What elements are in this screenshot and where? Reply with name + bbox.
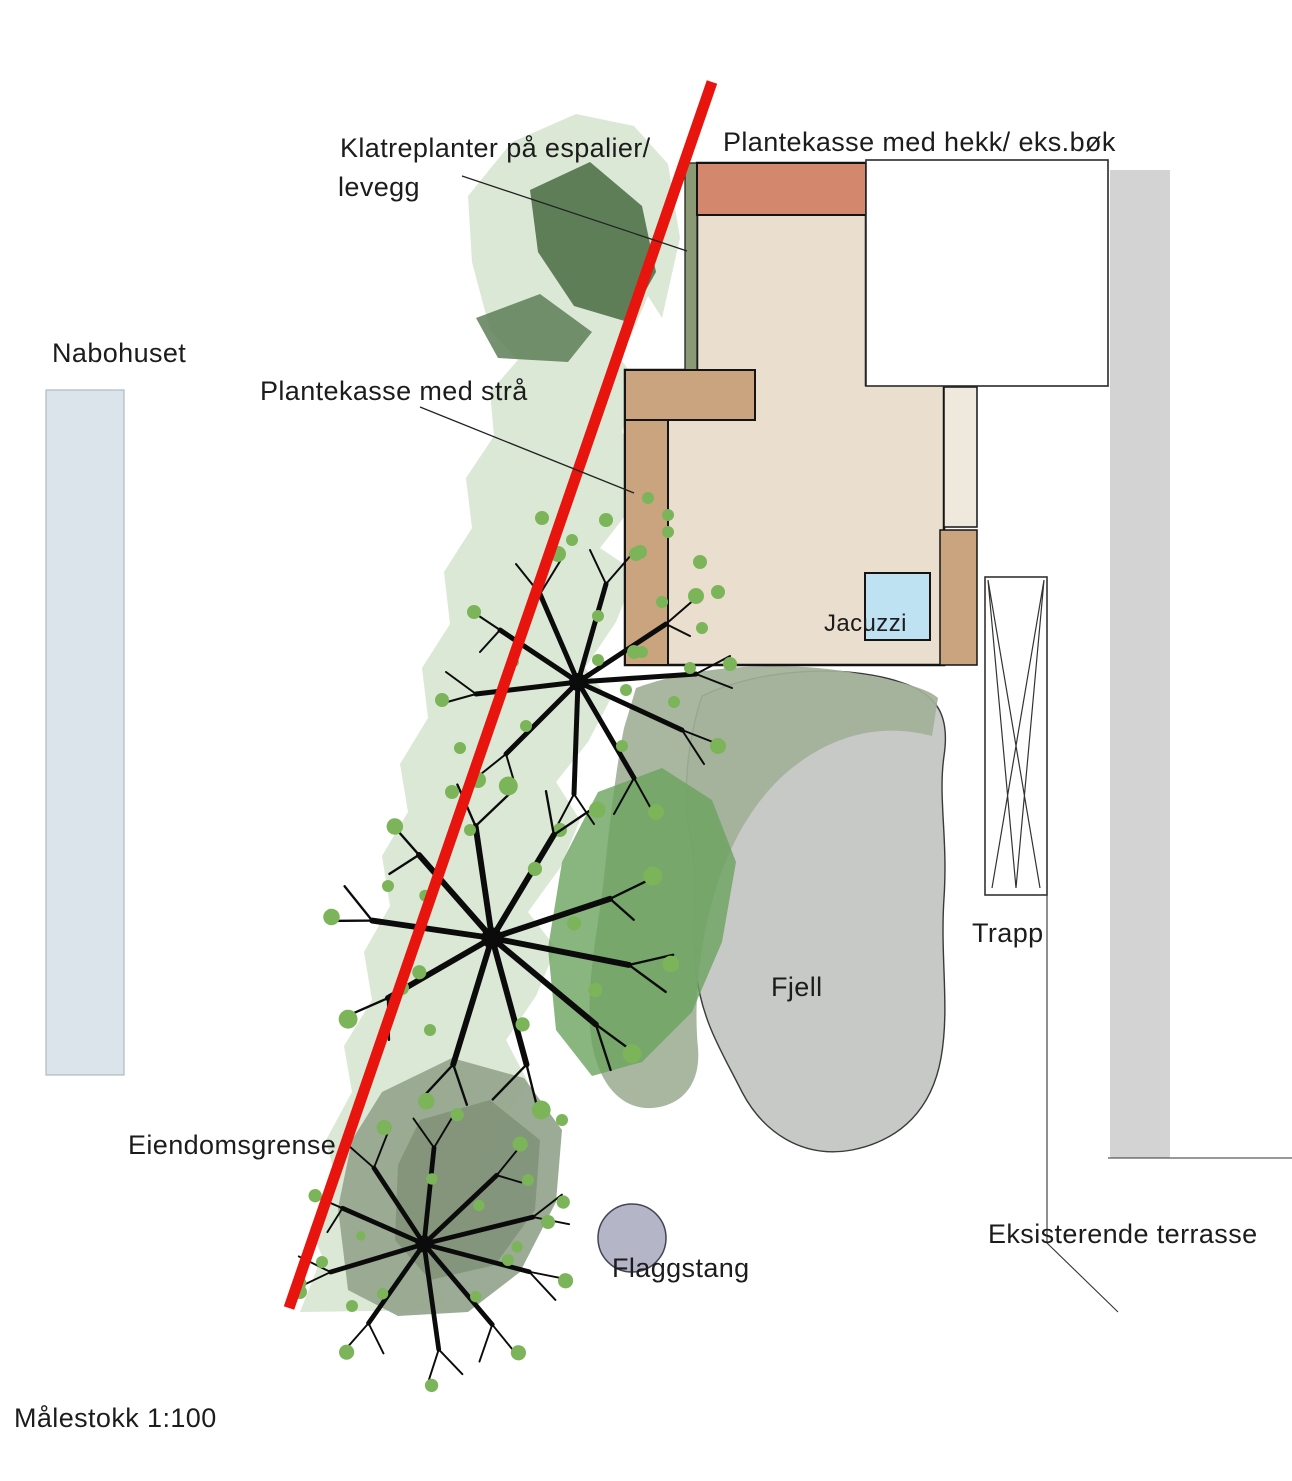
stairs-outline xyxy=(984,576,1048,896)
label-fjell: Fjell xyxy=(771,972,823,1002)
terrace-deck-group xyxy=(623,161,978,667)
label-eiendomsgrense: Eiendomsgrense xyxy=(128,1130,336,1160)
label-trapp: Trapp xyxy=(972,918,1044,948)
label-flaggstang: Flaggstang xyxy=(612,1253,750,1283)
label-malestokk: Målestokk 1:100 xyxy=(14,1403,217,1433)
planter-hedge-box xyxy=(696,162,867,216)
existing-terrace-strip xyxy=(1110,170,1170,1158)
neighbor-house xyxy=(45,389,125,1076)
stairs xyxy=(984,576,1048,896)
label-plantekasse-stra: Plantekasse med strå xyxy=(260,376,528,406)
vegetation-dark-patch-1 xyxy=(530,162,656,322)
planter-grass-box-horizontal xyxy=(624,369,756,421)
label-plantekasse-hekk: Plantekasse med hekk/ eks.bøk xyxy=(723,127,1116,157)
stairs-direction-lines xyxy=(987,579,1045,889)
espalier-wall xyxy=(684,162,698,386)
label-eksisterende-terrasse: Eksisterende terrasse xyxy=(988,1219,1258,1249)
vegetation-dark-patch-2 xyxy=(476,294,592,362)
label-klatreplanter-line1: Klatreplanter på espalier/ xyxy=(340,133,651,163)
flagpole-marker xyxy=(597,1203,667,1273)
label-jacuzzi: Jacuzzi xyxy=(824,610,907,637)
label-nabohuset: Nabohuset xyxy=(52,338,186,368)
label-klatreplanter-line2: levegg xyxy=(338,172,420,202)
leader-line-plantekasse-stra xyxy=(419,406,635,494)
planter-grass-box-vertical xyxy=(624,419,669,666)
building-outline xyxy=(865,159,1109,387)
property-boundary-line xyxy=(283,80,718,1310)
jacuzzi-basin xyxy=(864,572,931,641)
leader-line-klatreplanter xyxy=(461,175,688,252)
vegetation-bright-blob xyxy=(548,768,736,1076)
planter-right-upper xyxy=(943,386,978,528)
terrace-edge-line xyxy=(1046,895,1119,1313)
planter-right-lower xyxy=(939,529,978,666)
